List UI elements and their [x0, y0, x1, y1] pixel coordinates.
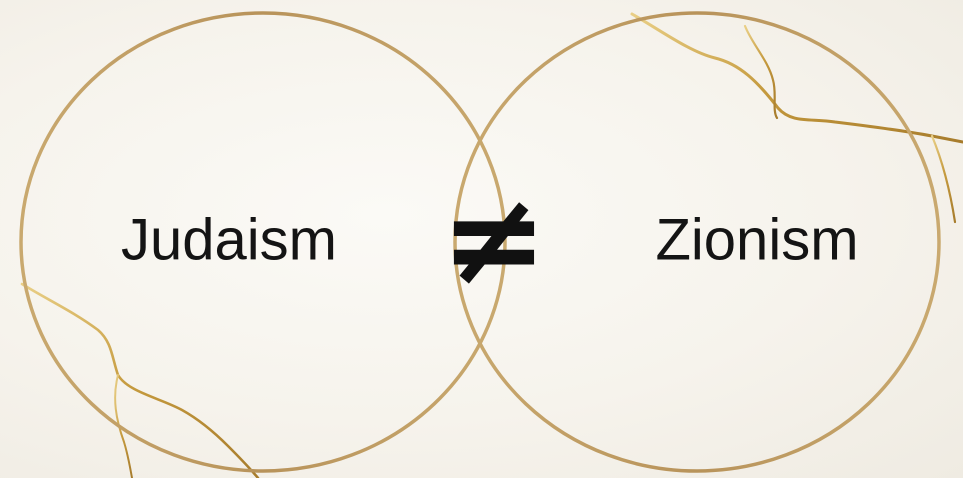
- gold-vein-bottom-left: [22, 284, 258, 478]
- gold-vein-top-right-branch: [745, 26, 777, 118]
- right-set-label: Zionism: [655, 207, 858, 272]
- not-equal-icon: ≠: [440, 165, 547, 314]
- left-set-label: Judaism: [121, 207, 337, 272]
